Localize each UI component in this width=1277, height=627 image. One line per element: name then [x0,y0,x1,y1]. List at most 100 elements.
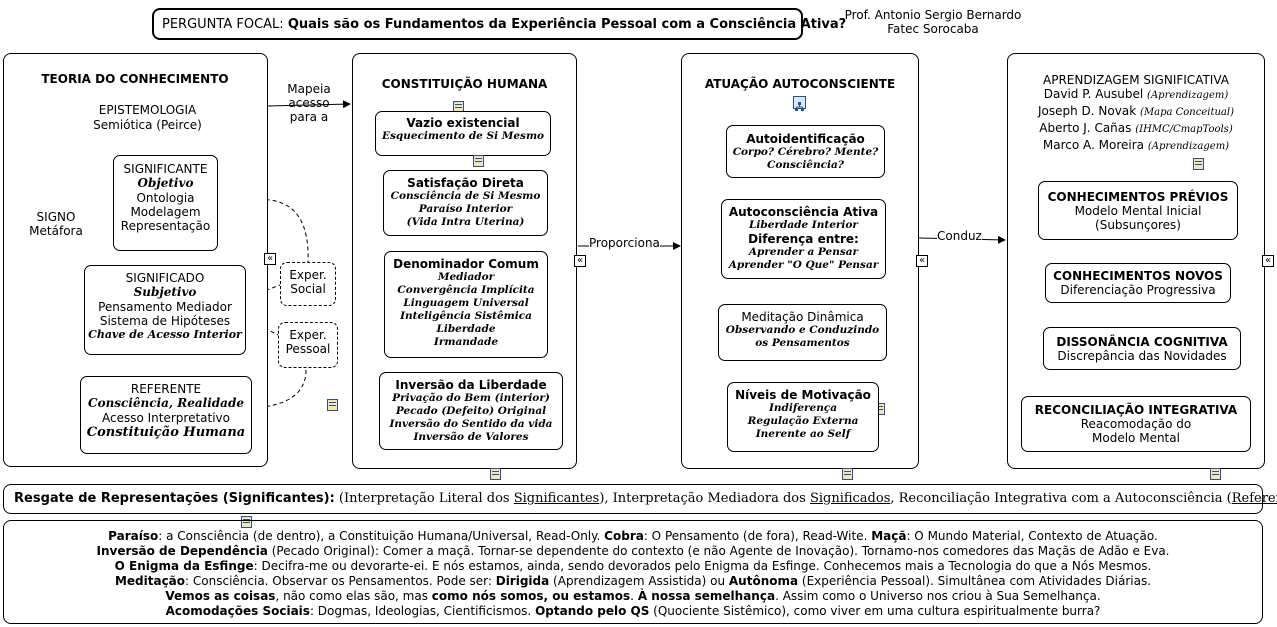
diagram-icon-glyph [795,102,804,111]
meditacao-l3: os Pensamentos [755,337,850,349]
author-item: David P. Ausubel (Aprendizagem) [1007,87,1265,103]
document-icon[interactable] [842,467,854,480]
document-icon[interactable] [240,515,252,528]
inversao-l2: Privação do Bem (interior) [392,392,550,404]
note-line-5: Vemos as coisas, não como elas são, mas … [4,589,1262,604]
note-text: (Aprendizagem Assistida) ou [549,574,729,588]
significado-chave: Chave de Acesso Interior [88,328,242,341]
document-icon[interactable] [326,398,338,411]
reconciliacao-box[interactable]: RECONCILIAÇÃO INTEGRATIVA Reacomodação d… [1021,396,1251,452]
reconciliacao-title: RECONCILIAÇÃO INTEGRATIVA [1034,403,1238,417]
author-name: Marco A. Moreira [1042,138,1145,152]
previos-l2: Modelo Mental Inicial [1074,204,1202,218]
note-text: (Quociente Sistêmico), como viver em uma… [649,604,1101,618]
signo-ellipse[interactable]: SIGNO Metáfora [22,210,90,238]
vazio-sub: Esquecimento de Si Mesmo [381,130,545,142]
diagram-icon[interactable] [793,96,806,111]
meditacao-box[interactable]: Meditação Dinâmica Observando e Conduzin… [718,304,887,415]
dissonancia-box[interactable]: DISSONÂNCIA COGNITIVA Discrepância das N… [1043,327,1241,370]
previos-box[interactable]: CONHECIMENTOS PRÉVIOS Modelo Mental Inic… [1038,181,1238,240]
autoid-l2: Corpo? Cérebro? Mente? [732,146,879,158]
exper-social-box[interactable]: Exper. Social [280,262,336,349]
vazio-box[interactable]: Vazio existencial Esquecimento de Si Mes… [375,111,551,156]
link-conduz: Conduz [937,229,982,243]
meditacao-l2: Observando e Conduzindo [725,324,880,336]
niveis-l4: Inerente ao Self [755,428,851,440]
significante-modelagem: Modelagem [130,205,201,219]
author-note: (Aprendizagem) [1147,90,1229,101]
note-text: : O Mundo Material, Contexto de Atuação. [906,529,1158,543]
note-bold: Autônoma [728,574,799,588]
note-bold: Maçã [871,529,907,543]
document-icon[interactable] [1210,467,1222,480]
note-line-1: Paraíso: a Consciência (de dentro), a Co… [4,529,1262,544]
author-item: Aberto J. Cañas (IHMC/CmapTools) [1007,121,1265,137]
denominador-title: Denominador Comum [393,257,539,271]
denominador-l2: Mediador [437,271,495,283]
notes-box: Paraíso: a Consciência (de dentro), a Co… [3,520,1263,624]
autoconsciencia-box[interactable]: Autoconsciência Ativa Liberdade Interior… [721,199,886,279]
vazio-title: Vazio existencial [406,116,520,130]
note-bold: Meditação [114,574,186,588]
satisfacao-l4: (Vida Intra Uterina) [406,216,525,228]
significante-box[interactable]: SIGNIFICANTE Objetivo Ontologia Modelage… [113,155,218,336]
document-icon[interactable] [1193,157,1205,170]
note-text: (Pecado Original): Comer a maçã. Tornar-… [267,544,1170,558]
note-bold: Optando pelo QS [535,604,650,618]
focal-question-box: PERGUNTA FOCAL: Quais são os Fundamentos… [152,8,846,40]
referente-consciencia: Consciência, Realidade [88,396,244,410]
significado-hipoteses: Sistema de Hipóteses [99,314,231,328]
signo-metafora: Metáfora [29,224,83,238]
author-name: Joseph D. Novak [1038,104,1137,118]
mapeia-l1: Mapeia [287,82,331,96]
note-bold: Paraíso [108,529,159,543]
meditacao-title: Meditação Dinâmica [741,310,864,324]
resgate-u1: Significantes [513,491,600,506]
denominador-box[interactable]: Denominador Comum Mediador Convergência … [384,251,548,358]
referente-box[interactable]: REFERENTE Consciência, Realidade Acesso … [80,376,252,528]
significante-title: SIGNIFICANTE [123,162,208,176]
denominador-l3: Convergência Implícita [397,284,535,296]
document-icon[interactable] [473,154,485,167]
note-bold: O Enigma da Esfinge [114,559,254,573]
author-name: David P. Ausubel [1043,87,1144,101]
note-text: : a Consciência (de dentro), a Constitui… [158,529,605,543]
collapse-icon[interactable]: « [1262,255,1274,267]
resgate-text: Resgate de Representações (Significantes… [14,491,1277,506]
autocons-l4: Aprender a Pensar [748,246,859,258]
inversao-l5: Inversão de Valores [413,431,529,443]
niveis-l3: Regulação Externa [747,415,859,427]
exper-pessoal-l1: Exper. [289,328,327,342]
link-mapeia: Mapeia acesso para a [283,82,335,124]
collapse-icon[interactable]: « [916,255,928,267]
referente-acesso: Acesso Interpretativo [101,411,230,425]
note-text: . Assim como o Universo nos criou à Sua … [775,589,1101,603]
teoria-epistemologia: EPISTEMOLOGIA [98,103,197,117]
denominador-l7: Irmandade [433,336,499,348]
niveis-box[interactable]: Níveis de Motivação Indiferença Regulaçã… [727,382,879,452]
document-icon[interactable] [490,467,502,480]
inversao-l3: Pecado (Defeito) Original [395,405,547,417]
novos-box[interactable]: CONHECIMENTOS NOVOS Diferenciação Progre… [1045,263,1231,303]
inversao-box[interactable]: Inversão da Liberdade Privação do Bem (i… [379,372,563,450]
note-text: : Dogmas, Ideologias, Cientificismos. [309,604,536,618]
author-note: (IHMC/CmapTools) [1135,124,1233,135]
resgate-u3: Referente [1231,491,1277,506]
dissonancia-title: DISSONÂNCIA COGNITIVA [1056,335,1228,349]
autoid-box[interactable]: Autoidentificação Corpo? Cérebro? Mente?… [726,125,885,178]
exper-pessoal-box[interactable]: Exper. Pessoal [278,322,338,411]
novos-title: CONHECIMENTOS NOVOS [1053,269,1223,283]
collapse-icon[interactable]: « [264,253,276,265]
exper-pessoal-l2: Pessoal [285,342,331,356]
resgate-u2: Significados [809,491,891,506]
constituicao-title: CONSTITUIÇÃO HUMANA [381,77,548,91]
exper-social-l1: Exper. [289,268,327,282]
satisfacao-box[interactable]: Satisfação Direta Consciência de Si Mesm… [383,170,548,236]
note-text: : Decifra-me ou devorarte-ei. E nós esta… [253,559,1152,573]
note-line-4: Meditação: Consciência. Observar os Pens… [4,574,1262,589]
note-line-3: O Enigma da Esfinge: Decifra-me ou devor… [4,559,1262,574]
significado-box[interactable]: SIGNIFICADO Subjetivo Pensamento Mediado… [84,265,246,355]
resgate-label: Resgate de Representações (Significantes… [14,491,335,506]
collapse-icon[interactable]: « [574,255,586,267]
significado-title: SIGNIFICADO [125,271,205,285]
